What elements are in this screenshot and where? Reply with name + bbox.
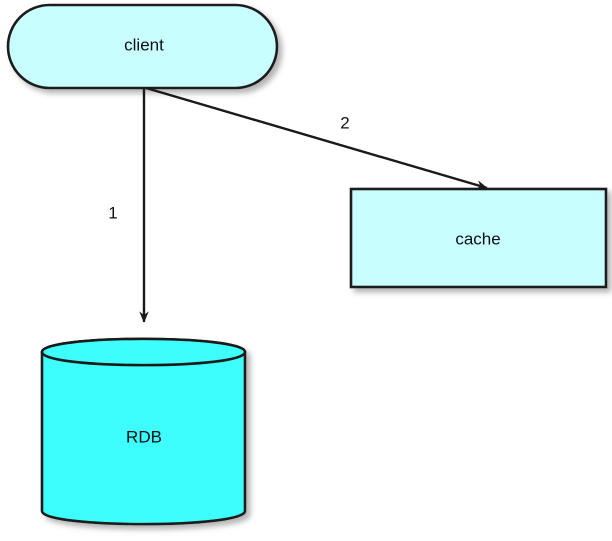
edge-client-to-rdb[interactable]: 1 bbox=[108, 88, 149, 323]
cache-label: cache bbox=[455, 229, 500, 248]
client-label: client bbox=[124, 35, 164, 54]
edge-2-label: 2 bbox=[340, 113, 349, 132]
client-shape bbox=[6, 3, 279, 90]
edge-1-label: 1 bbox=[108, 203, 117, 222]
node-client[interactable]: client bbox=[6, 3, 279, 90]
rdb-label: RDB bbox=[126, 427, 162, 446]
node-rdb[interactable]: RDB bbox=[40, 337, 247, 526]
cache-shape bbox=[349, 187, 608, 289]
rdb-cylinder-top-ellipse bbox=[40, 337, 247, 367]
node-cache[interactable]: cache bbox=[349, 187, 608, 289]
edge-client-to-cache[interactable]: 2 bbox=[145, 86, 488, 190]
edge-2-line bbox=[145, 86, 488, 190]
